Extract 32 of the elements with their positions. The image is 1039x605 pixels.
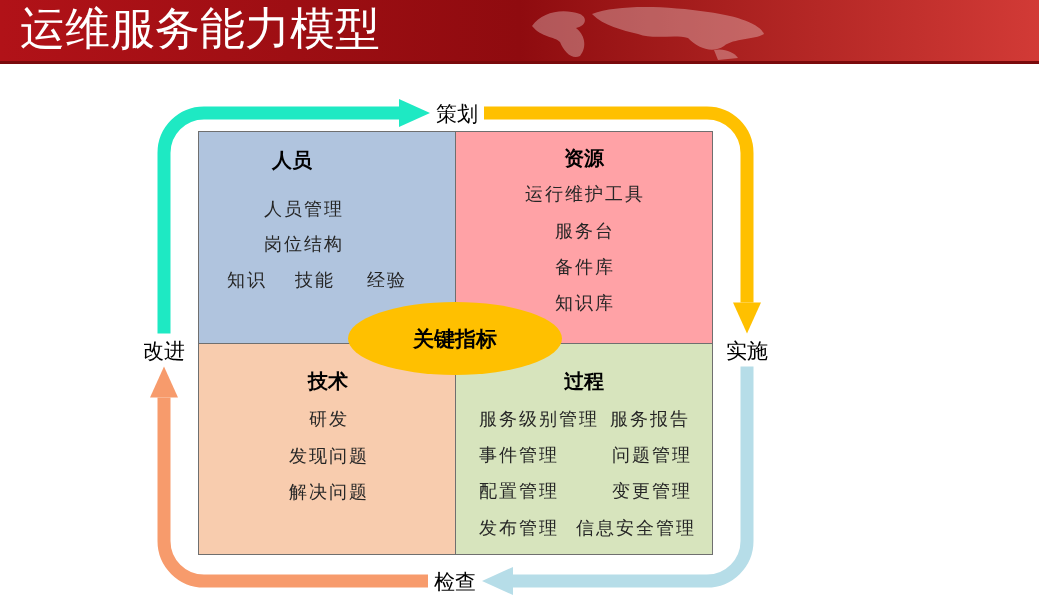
cycle-stage-label: 策划	[434, 100, 480, 126]
cycle-arrow	[482, 366, 754, 595]
list-item: 人员管理	[264, 200, 344, 218]
page-title: 运维服务能力模型	[20, 4, 380, 54]
list-item: 服务报告	[610, 410, 690, 428]
list-item: 知识	[227, 271, 267, 289]
cycle-arrow	[484, 106, 761, 334]
cycle-stage-label: 实施	[724, 337, 770, 363]
panel-heading: 资源	[564, 148, 604, 168]
list-item: 岗位结构	[264, 235, 344, 253]
list-item: 研发	[309, 410, 349, 428]
list-item: 配置管理	[479, 482, 559, 500]
cycle-stage-label: 改进	[141, 337, 187, 363]
list-item: 事件管理	[479, 446, 559, 464]
cycle-stage-label: 检查	[432, 568, 478, 594]
panel-heading: 技术	[308, 371, 348, 391]
list-item: 解决问题	[289, 483, 369, 501]
list-item: 发现问题	[289, 447, 369, 465]
list-item: 运行维护工具	[525, 185, 645, 203]
cycle-arrow	[150, 366, 428, 588]
panel-heading: 过程	[564, 371, 604, 391]
list-item: 变更管理	[612, 482, 692, 500]
list-item: 经验	[367, 271, 407, 289]
list-item: 问题管理	[612, 446, 692, 464]
list-item: 信息安全管理	[576, 519, 696, 537]
list-item: 备件库	[555, 258, 615, 276]
cycle-arrow	[157, 99, 430, 334]
list-item: 服务级别管理	[479, 410, 599, 428]
panel-heading: 人员	[272, 150, 312, 170]
list-item: 技能	[295, 271, 335, 289]
list-item: 服务台	[555, 222, 615, 240]
list-item: 发布管理	[479, 519, 559, 537]
